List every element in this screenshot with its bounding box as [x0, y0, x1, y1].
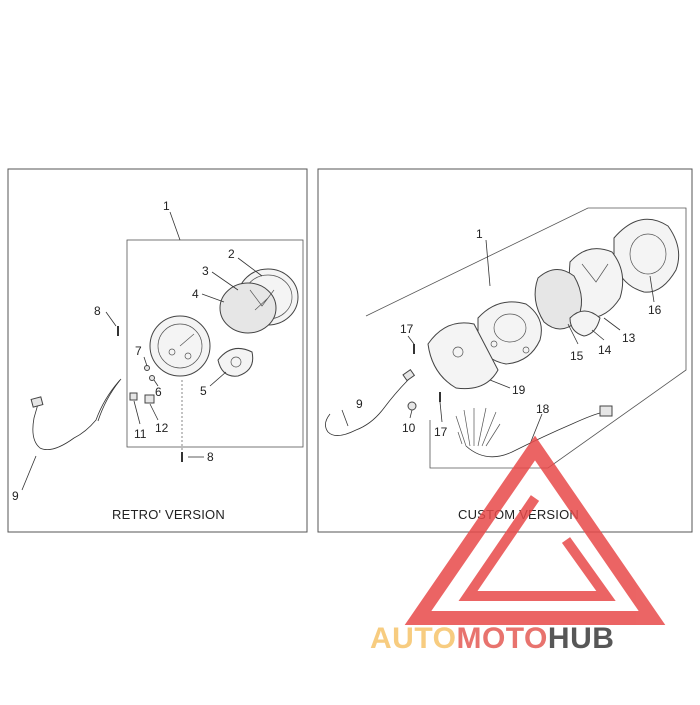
retro-glass-reflection [249, 289, 275, 311]
retro-label-6: 6 [155, 385, 162, 399]
custom-label-19: 19 [512, 383, 526, 397]
custom-cable-end [402, 368, 416, 382]
custom-cowl-opening [629, 233, 667, 275]
retro-label-3: 3 [202, 264, 209, 278]
custom-harness-wires [455, 407, 501, 447]
custom-panel: 1 9 10 13 14 15 16 17 17 18 19 CUSTOM VE… [317, 168, 693, 533]
custom-label-10: 10 [402, 421, 416, 435]
custom-leader-17a [407, 335, 415, 345]
custom-label-14: 14 [598, 343, 612, 357]
retro-label-8b: 8 [207, 450, 214, 464]
retro-leader-3 [211, 271, 239, 291]
retro-cable-outer [97, 378, 122, 422]
custom-cable [325, 377, 411, 436]
retro-leader-8a [105, 311, 117, 327]
custom-label-9: 9 [356, 397, 363, 411]
retro-label-12: 12 [155, 421, 169, 435]
watermark-inner-mark [458, 495, 616, 601]
retro-leader-11 [133, 400, 141, 425]
retro-leader-6 [153, 379, 159, 387]
retro-socket-12 [144, 394, 155, 404]
retro-cable [32, 379, 121, 451]
custom-leader-14 [591, 329, 605, 341]
custom-harness-connector [599, 405, 613, 417]
retro-warning-lamp [184, 352, 192, 360]
custom-label-1: 1 [476, 227, 483, 241]
retro-bulb-7 [144, 365, 150, 371]
retro-knob [168, 348, 176, 356]
custom-assembly-box [365, 207, 687, 469]
custom-label-16: 16 [648, 303, 662, 317]
watermark-wordmark: AUTOMOTOHUB [370, 622, 614, 655]
retro-bulb-6 [149, 375, 155, 381]
custom-gauge-lamp-1 [490, 340, 498, 348]
watermark-triangle [404, 435, 666, 625]
retro-label-8a: 8 [94, 304, 101, 318]
retro-bezel [219, 282, 277, 334]
retro-leader-1 [169, 211, 181, 241]
retro-bracket [217, 347, 254, 377]
custom-leader-15 [567, 323, 579, 345]
custom-bezel-reflection [581, 263, 609, 283]
custom-leader-17b [439, 401, 443, 423]
retro-label-1: 1 [163, 199, 170, 213]
custom-housing [427, 322, 499, 390]
retro-leader-12 [149, 403, 159, 421]
retro-bracket-hole [230, 356, 242, 368]
custom-label-13: 13 [622, 331, 636, 345]
retro-leader-7 [143, 356, 148, 367]
watermark-auto: AUTO [370, 622, 456, 655]
custom-grommet [407, 401, 417, 411]
watermark-hub: HUB [548, 622, 615, 655]
retro-label-9: 9 [12, 489, 19, 503]
retro-caption: RETRO' VERSION [112, 507, 225, 522]
retro-panel-frame [7, 168, 308, 533]
custom-label-18: 18 [536, 402, 550, 416]
custom-label-17b: 17 [434, 425, 448, 439]
retro-socket-11 [129, 392, 138, 401]
custom-leader-13 [603, 317, 621, 331]
retro-label-7: 7 [135, 344, 142, 358]
custom-gauge-lamp-2 [522, 346, 530, 354]
custom-leader-1 [485, 239, 491, 287]
retro-assembly-box [126, 239, 304, 448]
custom-clip [569, 310, 601, 337]
retro-panel: 1 2 3 4 5 6 7 8 8 9 11 12 RETRO' VERSION [7, 168, 308, 533]
custom-panel-frame [317, 168, 693, 533]
custom-cowl [613, 218, 680, 293]
retro-needle [179, 333, 195, 347]
custom-leader-18 [529, 413, 543, 445]
custom-leader-10 [409, 409, 413, 419]
custom-label-17a: 17 [400, 322, 414, 336]
retro-label-5: 5 [200, 384, 207, 398]
custom-label-15: 15 [570, 349, 584, 363]
watermark-moto: MOTO [456, 622, 547, 655]
custom-housing-hole [452, 346, 464, 358]
custom-leader-19 [489, 379, 511, 389]
retro-leader-4 [201, 293, 225, 303]
custom-gauge-dial [493, 313, 527, 343]
retro-leader-5 [209, 371, 227, 387]
retro-dial [157, 323, 203, 369]
retro-label-11: 11 [134, 427, 147, 441]
retro-cable-end [30, 396, 44, 408]
retro-label-4: 4 [192, 287, 199, 301]
retro-leader-2 [237, 257, 263, 277]
custom-leader-16 [649, 275, 655, 303]
automotohub-watermark: AUTOMOTOHUB [370, 435, 666, 655]
custom-leader-9 [341, 409, 349, 427]
retro-label-2: 2 [228, 247, 235, 261]
retro-leader-9 [21, 455, 37, 491]
custom-harness [465, 411, 605, 458]
